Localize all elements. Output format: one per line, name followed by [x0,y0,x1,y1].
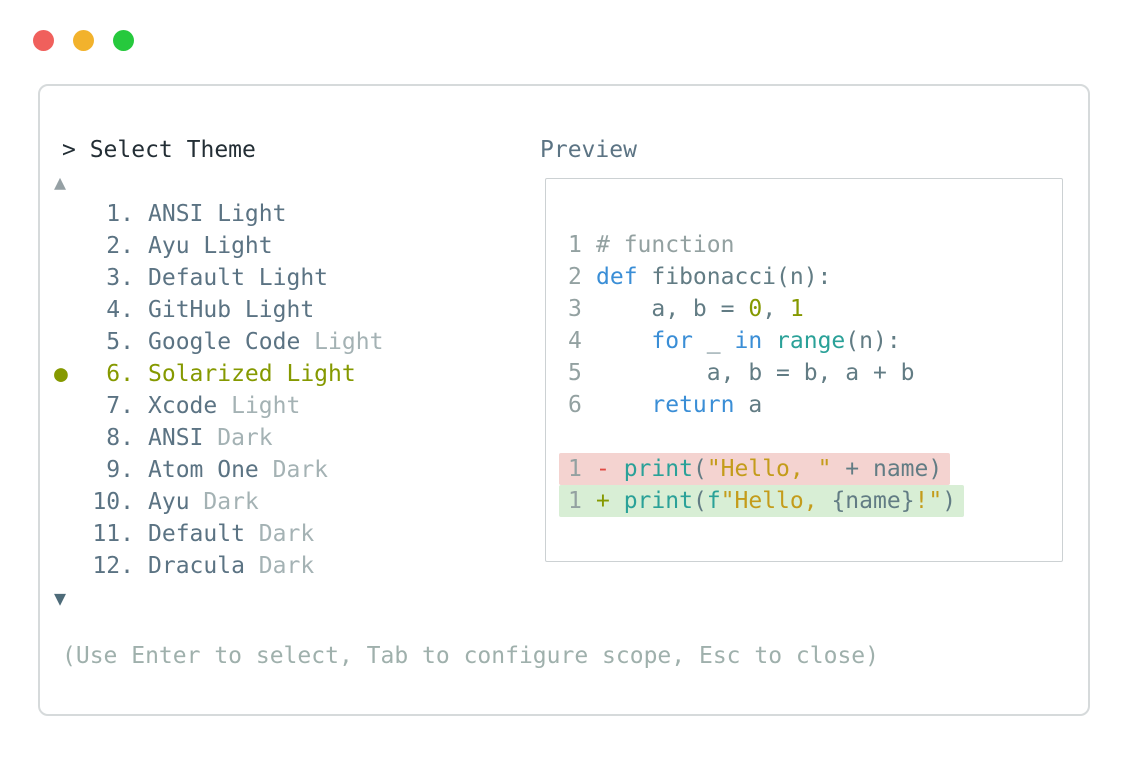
theme-option-ayu-light[interactable]: 2. Ayu Light [54,230,545,262]
selection-bullet-icon [54,550,92,582]
selection-bullet-icon [54,326,92,358]
theme-number: 4. [92,297,134,323]
theme-option-ansi-light[interactable]: 1. ANSI Light [54,198,545,230]
theme-number: 11. [92,521,134,547]
theme-name: GitHub Light [148,297,315,323]
theme-list-column: > Select Theme ▲ 1. ANSI Light 2. Ayu Ligh… [54,134,879,672]
line-number: 2 [568,264,582,290]
code-line: 6 return a [568,389,1062,421]
line-number: 1 [568,232,582,258]
preview-title: Preview [540,137,637,163]
theme-name: ANSI Dark [148,425,273,451]
theme-name: Dracula Dark [148,553,315,579]
theme-name: Default Dark [148,521,315,547]
theme-option-solarized-light-selected[interactable]: ● 6. Solarized Light [54,358,545,390]
line-number: 1 [568,456,582,482]
theme-number: 8. [92,425,134,451]
theme-option-default-dark[interactable]: 11. Default Dark [54,518,545,550]
code-line: 4 for _ in range(n): [568,325,1062,357]
selection-bullet-icon [54,262,92,294]
selection-bullet-icon [54,454,92,486]
help-text: (Use Enter to select, Tab to configure s… [62,643,879,669]
theme-number: 7. [92,393,134,419]
theme-option-github-light[interactable]: 4. GitHub Light [54,294,545,326]
theme-option-default-light[interactable]: 3. Default Light [54,262,545,294]
theme-name: Default Light [148,265,329,291]
line-number: 5 [568,360,582,386]
theme-name: Atom One Dark [148,457,329,483]
selection-bullet-icon [54,294,92,326]
selection-bullet-icon [54,390,92,422]
diff-added-line: 1+ print(f"Hello, {name}!") [559,485,1062,517]
theme-option-google-code-light[interactable]: 5. Google Code Light [54,326,545,358]
selection-bullet-icon [54,422,92,454]
theme-option-atom-one-dark[interactable]: 9. Atom One Dark [54,454,545,486]
theme-name: Ayu Dark [148,489,259,515]
close-button[interactable] [33,30,54,51]
theme-number: 9. [92,457,134,483]
theme-name: ANSI Light [148,201,287,227]
theme-number: 1. [92,201,134,227]
minimize-button[interactable] [73,30,94,51]
line-number: 1 [568,488,582,514]
theme-name: Solarized Light [148,361,356,387]
theme-option-ansi-dark[interactable]: 8. ANSI Dark [54,422,545,454]
theme-name: Google Code Light [148,329,384,355]
theme-number: 2. [92,233,134,259]
theme-option-ayu-dark[interactable]: 10. Ayu Dark [54,486,545,518]
scroll-up-icon[interactable]: ▲ [54,170,67,194]
theme-list: 1. ANSI Light 2. Ayu Light 3. Default Light… [54,198,545,582]
theme-name: Ayu Light [148,233,273,259]
theme-number: 5. [92,329,134,355]
theme-name: Xcode Light [148,393,301,419]
line-number: 3 [568,296,582,322]
theme-number: 12. [92,553,134,579]
theme-number: 10. [92,489,134,515]
theme-option-xcode-light[interactable]: 7. Xcode Light [54,390,545,422]
traffic-lights [33,30,134,51]
line-number: 4 [568,328,582,354]
theme-option-dracula-dark[interactable]: 12. Dracula Dark [54,550,545,582]
selection-bullet-icon: ● [54,361,68,387]
selection-bullet-icon [54,198,92,230]
code-line: 5 a, b = b, a + b [568,357,1062,389]
diff-removed-line: 1- print("Hello, " + name) [559,453,1062,485]
blank-line [568,421,1062,453]
select-theme-prompt: > Select Theme [62,137,256,163]
theme-picker-dialog: > Select Theme ▲ 1. ANSI Light 2. Ayu Ligh… [38,84,1090,716]
scroll-down-icon[interactable]: ▼ [54,586,67,610]
theme-number: 6. [92,361,134,387]
code-line: 3 a, b = 0, 1 [568,293,1062,325]
selection-bullet-icon [54,230,92,262]
code-line: 1# function [568,229,1062,261]
theme-number: 3. [92,265,134,291]
selection-bullet-icon [54,486,92,518]
line-number: 6 [568,392,582,418]
selection-bullet-icon [54,518,92,550]
maximize-button[interactable] [113,30,134,51]
